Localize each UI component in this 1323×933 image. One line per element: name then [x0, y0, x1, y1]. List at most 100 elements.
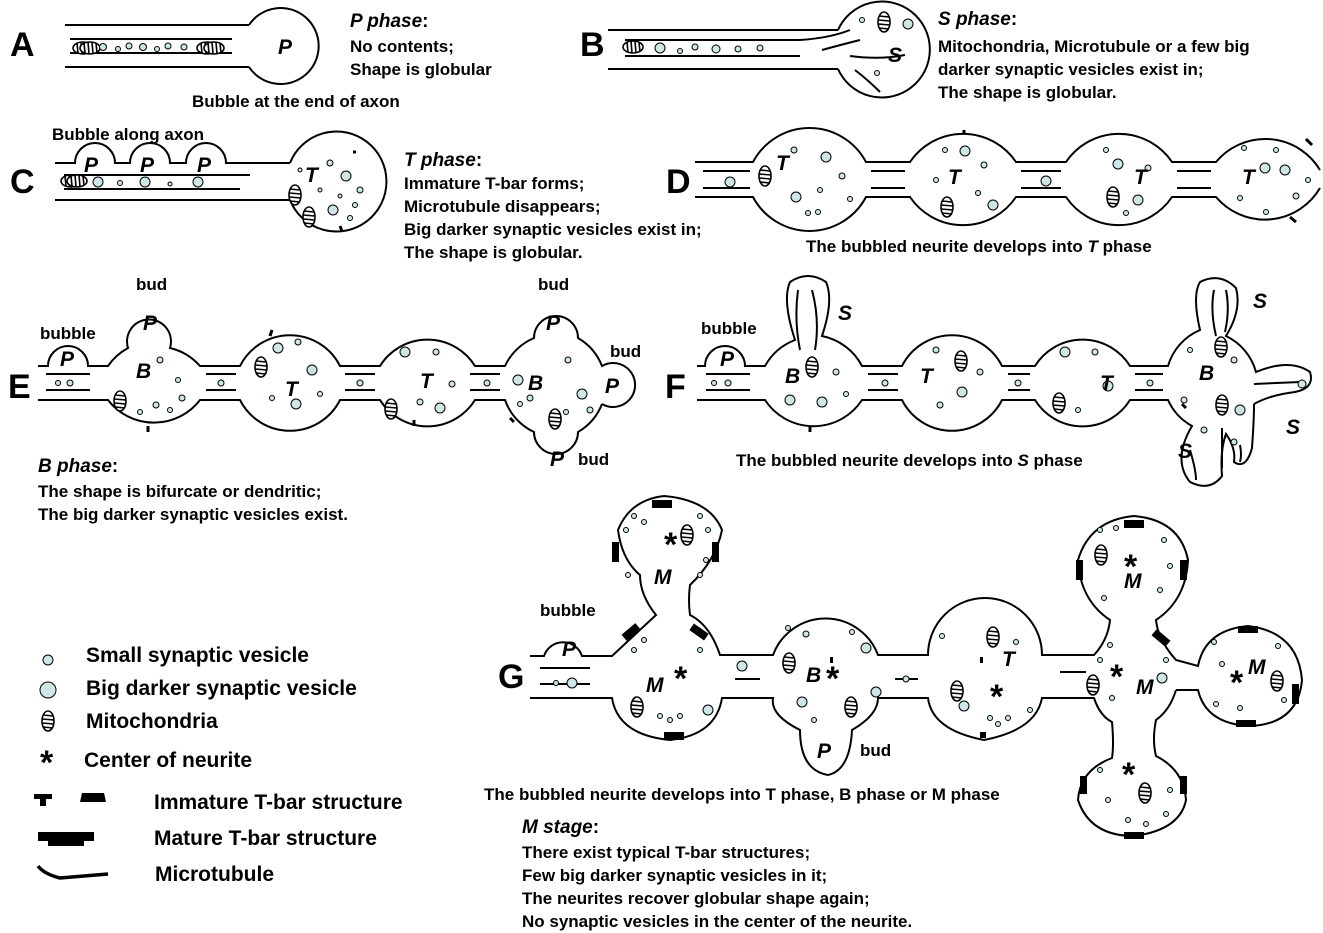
panel-e: E bubble bud bud bud bud	[8, 275, 641, 471]
panel-a-vesicles	[100, 43, 188, 52]
legend: Small synaptic vesicle Big darker synapt…	[34, 644, 403, 886]
panel-d-label-t-3: T	[1134, 166, 1149, 189]
p-phase-line-2: Shape is globular	[350, 60, 492, 79]
s-phase-line-2: darker synaptic vesicles exist in;	[938, 60, 1204, 79]
panel-e-label-b-2: B	[528, 372, 543, 395]
panel-g-center-star-8: *	[1122, 756, 1136, 794]
panel-c-label-p-2: P	[140, 154, 155, 177]
panel-f-label-bubble: bubble	[701, 319, 757, 338]
panel-a-label-p: P	[278, 36, 293, 59]
m-stage-line-4: No synaptic vesicles in the center of th…	[522, 912, 912, 931]
mature-tbar-icon	[38, 832, 94, 846]
panel-f-mitochondria	[806, 337, 1228, 415]
legend-item-mitochondria: Mitochondria	[42, 710, 218, 733]
panel-g-label-b: B	[806, 664, 821, 687]
legend-label-mitochondria: Mitochondria	[86, 710, 218, 733]
panel-f-label-b-2: B	[1199, 362, 1214, 385]
t-phase-line-1: Immature T-bar forms;	[404, 174, 584, 193]
legend-item-big-vesicle: Big darker synaptic vesicle	[40, 677, 357, 700]
panel-e-label-bud-4: bud	[578, 450, 609, 469]
panel-f-label-b-1: B	[785, 365, 800, 388]
asterisk-icon: *	[40, 744, 54, 782]
p-phase-heading: P phase:	[350, 11, 429, 32]
legend-item-small-vesicle: Small synaptic vesicle	[43, 644, 309, 667]
panel-g-center-star-3: *	[826, 660, 840, 698]
m-stage-line-1: There exist typical T-bar structures;	[522, 843, 810, 862]
panel-f-label-s-4: S	[1178, 440, 1192, 463]
panel-g-label-m-4: M	[1136, 676, 1154, 699]
panel-letter-a: A	[10, 26, 35, 64]
legend-item-mature-tbar: Mature T-bar structure	[38, 827, 377, 850]
panel-g-caption: The bubbled neurite develops into T phas…	[484, 785, 1000, 804]
m-stage-line-2: Few big darker synaptic vesicles in it;	[522, 866, 827, 885]
panel-g-label-p-2: P	[817, 740, 832, 763]
panel-c-vesicles	[93, 160, 363, 221]
panel-g-label-m-5: M	[1248, 656, 1266, 679]
panel-g-label-m-1: M	[654, 566, 672, 589]
panel-g-center-star-5: *	[1124, 548, 1138, 586]
panel-g-center-star-6: *	[1110, 658, 1124, 696]
panel-d-neurite	[695, 128, 1320, 231]
panel-b: B S S phase: Mitochondria, Microtubule o…	[580, 2, 1250, 102]
panel-g-center-star-4: *	[990, 678, 1004, 716]
panel-c-label-t: T	[305, 164, 320, 187]
panel-f-label-s-1: S	[838, 302, 852, 325]
panel-e-label-p-1: P	[60, 348, 75, 371]
panel-e-label-p-4: P	[605, 375, 620, 398]
panel-f: F bubble P B B T T	[665, 276, 1311, 486]
panel-d: D T T T T The bubbled neurite d	[666, 128, 1320, 256]
p-phase-line-1: No contents;	[350, 37, 454, 56]
panel-f-label-t-2: T	[1100, 372, 1115, 395]
panel-d-caption: The bubbled neurite develops into T phas…	[806, 237, 1152, 256]
b-phase-line-2: The big darker synaptic vesicles exist.	[38, 505, 348, 524]
panel-letter-g: G	[498, 658, 524, 696]
panel-g-center-star-7: *	[1230, 664, 1244, 702]
panel-e-label-bud-2: bud	[538, 275, 569, 294]
panel-g-center-star-2: *	[674, 660, 688, 698]
legend-label-small-vesicle: Small synaptic vesicle	[86, 644, 309, 667]
t-phase-line-2: Microtubule disappears;	[404, 197, 600, 216]
panel-f-label-p: P	[720, 348, 735, 371]
panel-e-label-t-2: T	[420, 370, 435, 393]
panel-e-label-bubble: bubble	[40, 324, 96, 343]
panel-f-caption: The bubbled neurite develops into S phas…	[736, 451, 1083, 470]
legend-label-big-vesicle: Big darker synaptic vesicle	[86, 677, 357, 700]
panel-d-label-t-4: T	[1242, 166, 1257, 189]
t-phase-line-3: Big darker synaptic vesicles exist in;	[404, 220, 702, 239]
panel-c-label-p-3: P	[197, 154, 212, 177]
panel-e-label-p-2: P	[143, 312, 158, 335]
big-vesicle-icon	[40, 682, 56, 698]
panel-e-label-t-1: T	[285, 378, 300, 401]
panel-g-label-bud: bud	[860, 741, 891, 760]
panel-g-label-bubble: bubble	[540, 601, 596, 620]
m-stage-heading: M stage:	[522, 817, 599, 838]
legend-label-immature-tbar: Immature T-bar structure	[154, 791, 403, 814]
panel-d-label-t-2: T	[948, 166, 963, 189]
panel-a-caption: Bubble at the end of axon	[192, 92, 400, 111]
panel-e-neurite	[38, 316, 635, 454]
panel-d-mitochondria	[759, 166, 1119, 217]
panel-e-label-p-5: P	[550, 448, 565, 471]
panel-g-label-t: T	[1002, 648, 1017, 671]
immature-tbar-icon	[34, 793, 106, 806]
panel-e-label-bud-3: bud	[610, 342, 641, 361]
panel-b-vesicles	[655, 18, 913, 76]
panel-g-center-star-1: *	[664, 526, 678, 564]
s-phase-line-3: The shape is globular.	[938, 83, 1117, 102]
panel-f-label-s-2: S	[1253, 290, 1267, 313]
m-stage-line-3: The neurites recover globular shape agai…	[522, 889, 870, 908]
panel-b-label-s: S	[888, 44, 902, 67]
microtubule-icon	[38, 866, 108, 878]
t-phase-heading: T phase:	[404, 150, 482, 171]
panel-g-label-m-2: M	[646, 674, 664, 697]
b-phase-heading: B phase:	[38, 456, 118, 477]
legend-label-microtubule: Microtubule	[155, 863, 274, 886]
panel-c-label-p-1: P	[84, 154, 99, 177]
legend-item-microtubule: Microtubule	[38, 863, 274, 886]
panel-c: C Bubble along axon P P P T T phase:	[10, 125, 702, 262]
panel-letter-c: C	[10, 163, 35, 201]
panel-letter-e: E	[8, 368, 31, 406]
panel-g-label-p-1: P	[562, 638, 577, 661]
panel-b-mitochondrion	[623, 41, 643, 53]
panel-f-label-s-3: S	[1286, 416, 1300, 439]
